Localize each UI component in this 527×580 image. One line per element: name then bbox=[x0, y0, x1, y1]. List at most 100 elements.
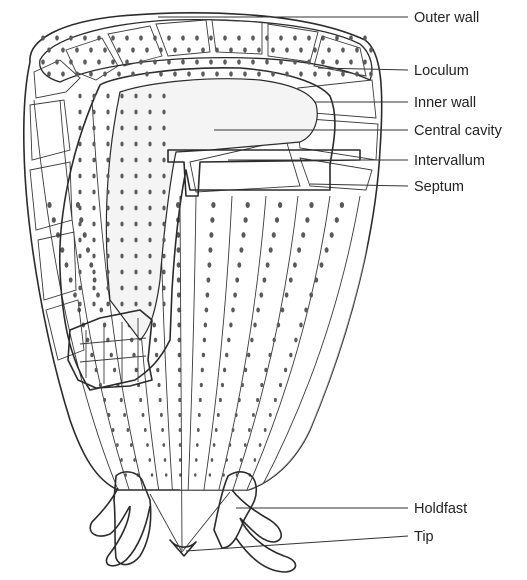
pore bbox=[321, 59, 325, 64]
pore bbox=[90, 353, 93, 358]
pore bbox=[208, 247, 212, 253]
pore bbox=[271, 71, 275, 76]
pore bbox=[285, 292, 289, 297]
pore bbox=[120, 142, 123, 147]
pore bbox=[106, 286, 109, 291]
pore bbox=[148, 206, 151, 211]
pore bbox=[299, 323, 303, 328]
pore bbox=[251, 59, 255, 64]
pore bbox=[307, 59, 311, 64]
pore bbox=[173, 47, 177, 52]
pore bbox=[106, 254, 109, 259]
pore bbox=[134, 190, 137, 195]
pore bbox=[206, 277, 210, 282]
pore bbox=[92, 222, 95, 227]
pore bbox=[200, 383, 203, 387]
pore bbox=[148, 110, 151, 115]
pore bbox=[120, 302, 123, 307]
pore bbox=[78, 94, 81, 99]
pore bbox=[134, 302, 137, 307]
pore bbox=[266, 262, 270, 267]
pore bbox=[299, 71, 303, 76]
pore bbox=[177, 292, 181, 297]
labels: Outer wall Loculum Inner wall Central ca… bbox=[414, 10, 503, 545]
pore bbox=[162, 174, 165, 179]
pore bbox=[92, 254, 95, 259]
pore bbox=[165, 473, 167, 477]
pore bbox=[75, 71, 79, 76]
pore bbox=[134, 174, 137, 179]
pore bbox=[139, 398, 142, 402]
pore bbox=[340, 202, 344, 208]
pore bbox=[181, 59, 185, 64]
pore bbox=[294, 338, 297, 343]
pore bbox=[120, 398, 123, 402]
pore bbox=[164, 458, 167, 462]
pore bbox=[134, 206, 137, 211]
pore bbox=[341, 71, 345, 76]
pore bbox=[194, 473, 196, 477]
pore bbox=[103, 71, 107, 76]
pore bbox=[335, 59, 339, 64]
pore bbox=[221, 383, 224, 387]
pore bbox=[106, 206, 109, 211]
pore bbox=[123, 413, 126, 417]
pore bbox=[78, 190, 81, 195]
pore bbox=[78, 222, 81, 227]
pore bbox=[289, 353, 292, 358]
pore bbox=[254, 458, 257, 462]
pore bbox=[247, 353, 250, 358]
pore bbox=[161, 428, 164, 432]
pore bbox=[148, 142, 151, 147]
label-tip: Tip bbox=[414, 529, 434, 545]
pore bbox=[55, 59, 59, 64]
pore bbox=[181, 35, 185, 40]
pore bbox=[160, 413, 163, 417]
pore bbox=[278, 202, 282, 208]
pore bbox=[271, 47, 275, 52]
pore bbox=[151, 473, 153, 477]
pore bbox=[162, 302, 165, 307]
pore bbox=[244, 443, 247, 447]
pore bbox=[55, 35, 59, 40]
pore bbox=[83, 35, 87, 40]
pore bbox=[65, 262, 69, 267]
pore bbox=[148, 302, 151, 307]
pore bbox=[237, 59, 241, 64]
pore bbox=[92, 174, 95, 179]
pore bbox=[148, 286, 151, 291]
pore bbox=[335, 217, 339, 223]
pore bbox=[250, 338, 253, 343]
pore bbox=[209, 473, 211, 477]
pore bbox=[144, 428, 147, 432]
pore bbox=[246, 202, 250, 208]
pore bbox=[197, 428, 200, 432]
pore bbox=[125, 473, 127, 477]
pore bbox=[78, 126, 81, 131]
pore bbox=[229, 323, 233, 328]
label-inner-wall: Inner wall bbox=[414, 95, 476, 111]
pore bbox=[92, 190, 95, 195]
pore bbox=[134, 270, 137, 275]
pore bbox=[162, 158, 165, 163]
pore bbox=[78, 270, 81, 275]
pore bbox=[103, 323, 107, 328]
pore bbox=[314, 277, 318, 282]
pore bbox=[268, 353, 271, 358]
pore bbox=[103, 47, 107, 52]
pore bbox=[229, 47, 233, 52]
pore bbox=[134, 142, 137, 147]
pore bbox=[134, 94, 137, 99]
pore bbox=[369, 71, 373, 76]
pore bbox=[157, 383, 160, 387]
pore bbox=[223, 35, 227, 40]
pore bbox=[78, 206, 81, 211]
pore bbox=[325, 247, 329, 253]
pore bbox=[148, 158, 151, 163]
pore bbox=[134, 222, 137, 227]
pore bbox=[355, 71, 359, 76]
pore bbox=[203, 338, 206, 343]
pore bbox=[120, 94, 123, 99]
pore bbox=[159, 47, 163, 52]
